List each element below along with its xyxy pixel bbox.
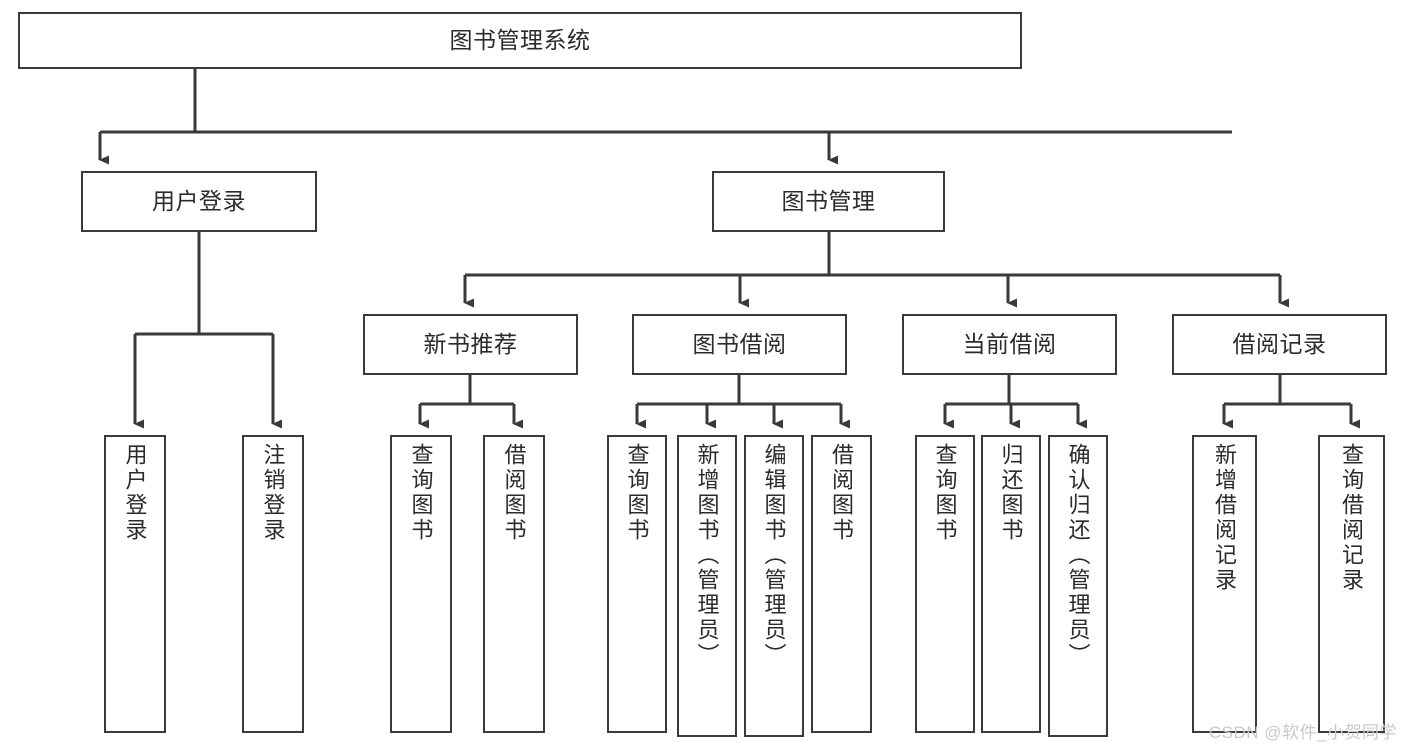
leaf-confirm-return-admin[interactable]: 确认归还（管理员） [1048, 435, 1108, 737]
edge-book-borrow-to-leaves [635, 375, 850, 429]
node-current-borrow[interactable]: 当前借阅 [902, 314, 1117, 375]
leaf-query-book-borrow[interactable]: 查询图书 [607, 435, 667, 733]
leaf-user-login-label: 用户登录 [122, 443, 148, 543]
leaf-query-borrow-record-label: 查询借阅记录 [1339, 443, 1365, 593]
leaf-edit-book-admin[interactable]: 编辑图书（管理员） [744, 435, 804, 737]
leaf-borrow-book-recommend[interactable]: 借阅图书 [483, 435, 545, 733]
leaf-confirm-return-admin-label: 确认归还（管理员） [1065, 443, 1091, 668]
leaf-query-borrow-record[interactable]: 查询借阅记录 [1318, 435, 1385, 733]
node-root-system-label: 图书管理系统 [449, 27, 591, 54]
node-book-borrow[interactable]: 图书借阅 [632, 314, 847, 375]
leaf-borrow-book-borrow-label: 借阅图书 [829, 443, 855, 543]
leaf-add-book-admin[interactable]: 新增图书（管理员） [677, 435, 737, 737]
edge-new-book-rec-to-leaves [418, 375, 523, 429]
edge-user-login-to-leaves [133, 232, 282, 429]
node-new-book-recommend-label: 新书推荐 [423, 331, 518, 358]
node-borrow-record-label: 借阅记录 [1232, 331, 1327, 358]
node-user-login[interactable]: 用户登录 [81, 171, 317, 232]
leaf-query-book-recommend[interactable]: 查询图书 [390, 435, 452, 733]
leaf-borrow-book-recommend-label: 借阅图书 [501, 443, 527, 543]
edge-borrow-record-to-leaves [1222, 375, 1360, 429]
leaf-logout-label: 注销登录 [260, 443, 286, 543]
edge-current-borrow-to-leaves [943, 375, 1087, 429]
leaf-query-book-borrow-label: 查询图书 [624, 443, 650, 543]
leaf-logout[interactable]: 注销登录 [242, 435, 304, 733]
leaf-query-book-current[interactable]: 查询图书 [915, 435, 975, 733]
leaf-query-book-current-label: 查询图书 [932, 443, 958, 543]
node-book-manage[interactable]: 图书管理 [712, 171, 945, 232]
node-current-borrow-label: 当前借阅 [962, 331, 1057, 358]
node-book-manage-label: 图书管理 [781, 188, 876, 215]
node-book-borrow-label: 图书借阅 [692, 331, 787, 358]
leaf-edit-book-admin-label: 编辑图书（管理员） [761, 443, 787, 668]
leaf-query-book-recommend-label: 查询图书 [408, 443, 434, 543]
node-user-login-label: 用户登录 [152, 188, 246, 215]
leaf-add-borrow-record[interactable]: 新增借阅记录 [1192, 435, 1257, 733]
leaf-return-book[interactable]: 归还图书 [981, 435, 1041, 733]
node-borrow-record[interactable]: 借阅记录 [1172, 314, 1387, 375]
leaf-return-book-label: 归还图书 [998, 443, 1024, 543]
leaf-borrow-book-borrow[interactable]: 借阅图书 [811, 435, 872, 733]
edge-root-to-level2 [98, 69, 1232, 165]
leaf-add-book-admin-label: 新增图书（管理员） [694, 443, 720, 668]
edge-book-manage-to-level3 [463, 232, 1289, 308]
node-root-system[interactable]: 图书管理系统 [18, 12, 1022, 69]
leaf-add-borrow-record-label: 新增借阅记录 [1212, 443, 1238, 593]
node-new-book-recommend[interactable]: 新书推荐 [363, 314, 578, 375]
leaf-user-login[interactable]: 用户登录 [104, 435, 166, 733]
